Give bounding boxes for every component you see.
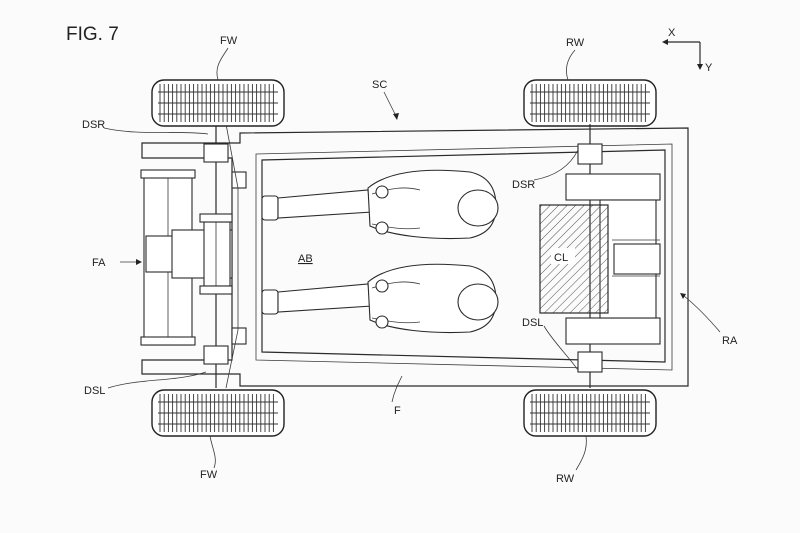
label-f: F	[394, 405, 401, 417]
figure-title: FIG. 7	[66, 24, 119, 45]
occupant-lower	[261, 263, 499, 334]
label-dsl-front: DSL	[84, 385, 105, 397]
axis-x-label: X	[668, 27, 676, 39]
axis-indicator: X Y	[662, 27, 713, 74]
rear-wheel-top	[523, 79, 657, 127]
rear-axle	[565, 124, 661, 388]
label-sc: SC	[372, 79, 387, 91]
leader-lines	[103, 47, 721, 471]
label-fa: FA	[92, 257, 106, 269]
label-front-wheel-top: FW	[220, 35, 238, 47]
label-dsl-rear: DSL	[522, 317, 543, 329]
rear-wheel-bottom	[523, 389, 657, 437]
label-rear-wheel-bottom: RW	[556, 473, 575, 485]
occupant-upper	[261, 169, 499, 240]
label-ab: AB	[298, 253, 313, 265]
front-axle	[140, 123, 247, 389]
front-wheel-top	[151, 79, 285, 127]
axis-y-label: Y	[705, 62, 713, 74]
front-wheel-bottom	[151, 389, 285, 437]
battery-label-bg	[551, 248, 575, 264]
label-ra: RA	[722, 335, 738, 347]
label-dsr-front: DSR	[82, 119, 105, 131]
label-rear-wheel-top: RW	[566, 37, 585, 49]
label-cl: CL	[554, 252, 568, 264]
label-dsr-rear: DSR	[512, 179, 535, 191]
label-front-wheel-bottom: FW	[200, 469, 218, 481]
